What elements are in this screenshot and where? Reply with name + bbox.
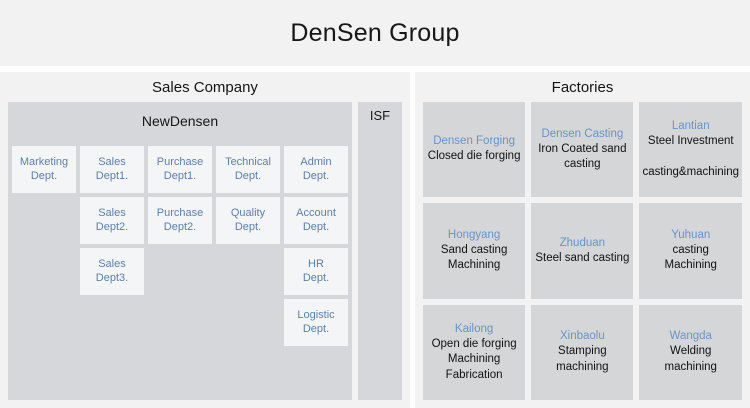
factory-name: Densen Casting [541,127,624,140]
org-chart-body: Sales Company NewDensen Marketing Dept. S… [0,66,750,408]
factory-name: Hongyang [447,229,501,241]
factory-name: Zhuduan [559,236,606,249]
factory-name: Yuhuan [671,229,711,241]
department-label: Account Dept. [296,206,336,233]
department-grid: Marketing Dept. Sales Dept1. Purchase Dept… [12,136,348,394]
department-tile[interactable]: Technical Dept. [216,146,280,193]
factory-description: Iron Coated sand casting [538,142,627,171]
department-tile[interactable]: Admin Dept. [284,146,348,193]
sales-company-header: Sales Company [152,78,258,96]
factory-name: Densen Forging [433,135,516,148]
sales-company-content: NewDensen Marketing Dept. Sales Dept1. Pur… [0,102,410,408]
newdensen-title: NewDensen [141,113,219,129]
factory-description: Open die forging Machining Fabrication [431,337,517,381]
factory-description: Welding machining [664,345,717,373]
department-tile[interactable]: Purchase Dept1. [148,146,212,193]
department-tile[interactable]: Sales Dept1. [80,146,144,193]
department-label: HR Dept. [302,257,330,284]
department-label: Sales Dept1. [95,155,129,182]
department-label: Admin Dept. [300,155,332,182]
isf-group: ISF [358,102,402,400]
department-label: Technical Dept. [225,155,271,182]
isf-label: ISF [369,108,391,123]
department-tile[interactable]: Marketing Dept. [12,146,76,193]
page-title: DenSen Group [290,18,460,47]
newdensen-group: NewDensen Marketing Dept. Sales Dept1. Pur… [8,102,352,400]
title-band: DenSen Group [0,0,750,66]
department-tile[interactable]: Quality Dept. [216,197,280,244]
department-label: Quality Dept. [230,206,266,233]
factory-name: Lantian [671,119,710,132]
factory-name: Kailong [454,322,494,335]
department-label: Logistic Dept. [297,308,335,335]
factory-name: Wangda [669,330,712,343]
factory-description: casting Machining [664,243,717,272]
factory-description: Sand casting Machining [440,243,508,272]
sales-company-panel: Sales Company NewDensen Marketing Dept. S… [0,72,410,408]
department-tile[interactable]: Account Dept. [284,197,348,244]
department-label: Purchase Dept2. [156,206,204,233]
factory-description: Steel Investment casting&machining [642,134,739,178]
factory-name: Xinbaolu [559,330,605,343]
department-tile[interactable]: Sales Dept2. [80,197,144,244]
factory-tile[interactable]: Yuhuan casting Machining [639,203,742,299]
factory-description: Steel sand casting [535,251,630,264]
department-label: Marketing Dept. [19,155,69,182]
factory-description: Stamping machining [556,345,609,373]
department-tile[interactable]: HR Dept. [284,248,348,295]
department-tile[interactable]: Logistic Dept. [284,299,348,346]
factories-header: Factories [551,78,614,96]
department-tile[interactable]: Sales Dept3. [80,248,144,295]
factory-description: Closed die forging [427,150,521,163]
department-label: Sales Dept2. [95,206,129,233]
department-tile[interactable]: Purchase Dept2. [148,197,212,244]
department-label: Purchase Dept1. [156,155,204,182]
department-label: Sales Dept3. [95,257,129,284]
